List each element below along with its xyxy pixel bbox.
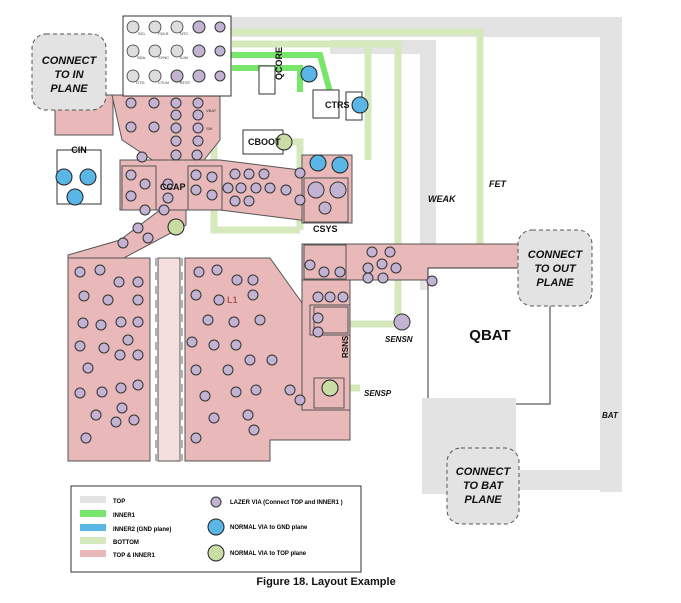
connect-bat-box xyxy=(446,447,520,525)
connect-out-box xyxy=(517,229,593,307)
rsns-label: RSNS xyxy=(341,335,350,358)
legend-via-lazer xyxy=(210,496,222,508)
ic-pin-label: SYNC xyxy=(158,55,169,60)
ic-pin-label: NTC xyxy=(180,31,188,36)
csys-label: CSYS xyxy=(313,224,338,234)
legend-label-inner1: INNER1 xyxy=(113,513,136,519)
connect-in-line-3: PLANE xyxy=(50,83,88,95)
cin-label: CIN xyxy=(71,145,87,155)
ic-pin-label: BTST xyxy=(180,80,191,85)
connect-bat-line-3: PLANE xyxy=(464,494,502,506)
connect-bat-line-2: TO BAT xyxy=(463,480,504,492)
sensp-label: SENSP xyxy=(364,389,392,398)
connect-in-box xyxy=(31,33,107,111)
figure-caption: Figure 18. Layout Example xyxy=(256,576,395,588)
gnd-vias xyxy=(55,65,369,206)
legend-swatch-inner2 xyxy=(80,524,106,531)
legend-label-top: TOP xyxy=(113,499,125,505)
weak-label: WEAK xyxy=(428,194,457,204)
legend-swatch-top xyxy=(80,496,106,503)
ic-pin-label: VBAT xyxy=(206,108,217,113)
qcore-label: QCORE xyxy=(274,47,284,80)
connect-out-line-1: CONNECT xyxy=(528,249,584,261)
ctrs-label: CTRS xyxy=(325,100,350,110)
ic-pin-label: SCL xyxy=(138,31,147,36)
ctrs-pad xyxy=(312,89,340,119)
ic-pin-grid: SCL PULS NTC SDA SYNC ILIM OTG CTLM BTST… xyxy=(126,20,226,131)
legend-label-bottom: BOTTOM xyxy=(113,540,139,546)
qbat-label: QBAT xyxy=(469,327,510,344)
legend-via-lazer-label: LAZER VIA (Connect TOP and INNER1 ) xyxy=(230,500,343,506)
ic-pin-label: SW xyxy=(206,126,213,131)
legend-swatch-top-inner1 xyxy=(80,550,106,557)
legend-label-top-inner1: TOP & INNER1 xyxy=(113,553,155,559)
l1-label: L1 xyxy=(227,295,238,305)
legend-swatch-inner1 xyxy=(80,510,106,517)
qcore-pad xyxy=(258,65,276,95)
ic-pin-label: SDA xyxy=(137,55,146,60)
sensn-label: SENSN xyxy=(385,335,413,344)
fet-label: FET xyxy=(489,179,508,189)
ic-pin-label: CTLM xyxy=(158,80,169,85)
legend-label-inner2: INNER2 (GND plane) xyxy=(113,527,171,533)
connect-in-line-1: CONNECT xyxy=(42,55,98,67)
legend-via-top xyxy=(207,544,225,562)
legend-via-gnd-label: NORMAL VIA to GND plane xyxy=(230,525,308,531)
laser-vias xyxy=(74,97,438,444)
legend: TOP INNER1 INNER2 (GND plane) BOTTOM TOP… xyxy=(70,485,362,573)
legend-swatch-bottom xyxy=(80,537,106,544)
ccap-label: CCAP xyxy=(160,182,186,192)
connect-bat-line-1: CONNECT xyxy=(456,466,512,478)
connect-out-line-2: TO OUT xyxy=(534,263,577,275)
cboot-label: CBOOT xyxy=(248,137,281,147)
legend-via-gnd xyxy=(207,518,225,536)
connect-in-line-2: TO IN xyxy=(54,69,84,81)
ic-pin-label: PULS xyxy=(158,31,169,36)
bat-label: BAT xyxy=(602,411,619,420)
ic-pin-label: OTG xyxy=(136,80,145,85)
legend-via-top-label: NORMAL VIA to TOP plane xyxy=(230,551,307,557)
ic-pin-label: ILIM xyxy=(180,55,188,60)
top-vias xyxy=(167,133,339,397)
connect-out-line-3: PLANE xyxy=(536,277,574,289)
